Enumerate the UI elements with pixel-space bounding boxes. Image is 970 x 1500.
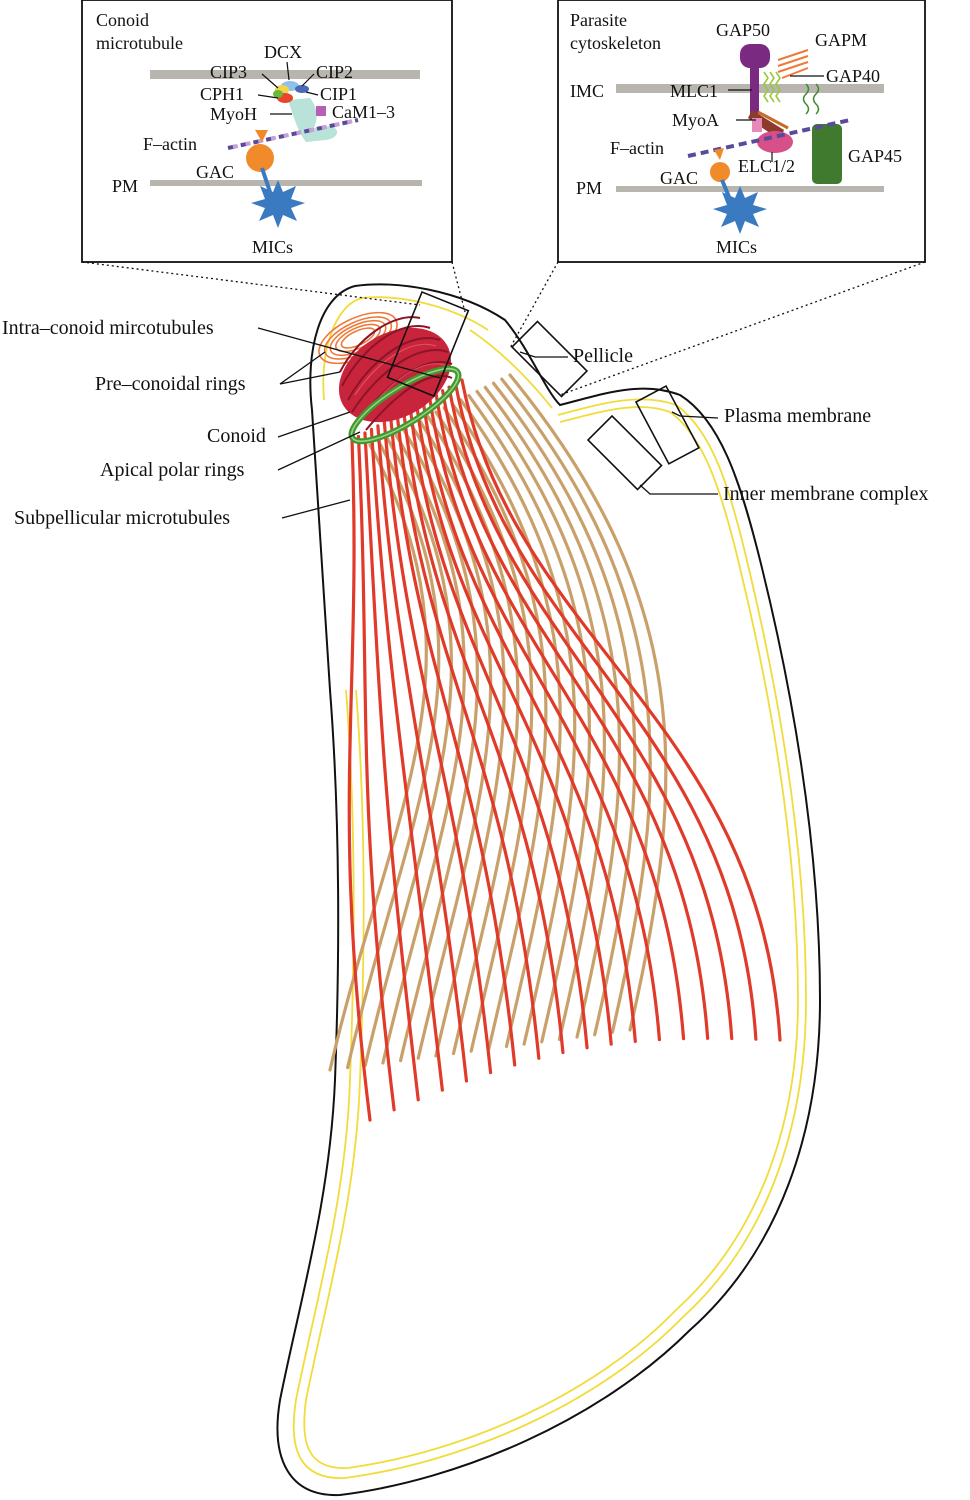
lbl-dcx: DCX [264,42,302,62]
back-microtubule [491,381,637,1037]
subpellicular-microtubule [402,410,565,1055]
label-apical-polar: Apical polar rings [100,459,245,481]
back-microtubule [483,385,622,1039]
subpellicular-microtubule [363,431,420,1102]
tan-microtubules [328,373,668,1072]
subpellicular-microtubule [389,417,517,1067]
subpellicular-microtubule [408,406,589,1050]
label-intra-conoid: Intra–conoid mircotubules [2,317,214,339]
subpellicular-microtubule [356,434,396,1112]
label-pre-conoidal: Pre–conoidal rings [95,373,246,395]
apical-yellow-left [322,296,489,401]
conoid-pm-bar [150,180,422,186]
cip2-blob [295,85,309,93]
subpellicular-microtubule [395,413,541,1060]
subpellicular-microtubule [434,392,686,1041]
lbl-conoid-mics: MICs [252,237,293,257]
parasite-cell [276,283,822,1497]
subpellicular-microtubule [460,378,782,1042]
cell-outline [276,283,822,1497]
inset-conoid-title-2: microtubule [96,33,183,53]
callout-boxes [386,290,700,491]
lbl-gap50: GAP50 [716,20,770,40]
back-microtubule [442,406,548,1051]
subpellicular-microtubule [428,396,662,1042]
lbl-cam: CaM1–3 [332,102,395,122]
callout-leader-lines [277,351,719,519]
lbl-elc: ELC1/2 [738,156,795,176]
inset-parasite-cytoskeleton: Parasite cytoskeleton [557,0,926,263]
cam-square [316,106,326,116]
gap45 [812,124,842,184]
subpellicular-microtubules-group [347,378,782,1122]
lbl-conoid-pm: PM [112,176,138,196]
conoid-gac-anchor [255,130,268,142]
lbl-cip1: CIP1 [320,84,357,104]
inset-conoid-title-1: Conoid [96,10,149,30]
inset-pellicle-title-1: Parasite [570,10,627,30]
label-imc: Inner membrane complex [723,483,928,505]
lbl-pellicle-pm: PM [576,178,602,198]
subpellicular-microtubule [447,385,734,1041]
subpellicular-microtubule [347,438,372,1122]
subpellicular-microtubule [453,381,758,1041]
label-plasma-membrane: Plasma membrane [724,405,871,427]
apical-yellow-right [469,329,553,409]
lbl-cip3: CIP3 [210,62,247,82]
back-microtubule [434,410,534,1053]
subpellicular-microtubule [415,403,613,1046]
pellicle-gac [710,162,730,182]
pellicle-pm-bar [616,186,884,192]
lbl-gapm: GAPM [815,30,867,50]
back-microtubule [346,439,441,1070]
inset-conoid-microtubule: Conoid microtubule DCX CIP3 CIP2 CPH1 CI… [81,0,453,263]
lbl-pellicle-gac: GAC [660,168,698,188]
subpellicular-microtubule [440,388,710,1040]
callout-labels: Intra–conoid mircotubules Pre–conoidal r… [2,317,928,529]
back-microtubule [500,377,652,1034]
label-pellicle: Pellicle [573,345,633,367]
lbl-pellicle-factin: F–actin [610,138,664,158]
back-microtubule [508,373,668,1032]
lbl-myoh: MyoH [210,104,257,124]
back-microtubule [426,414,520,1056]
gap40 [763,71,781,103]
lbl-conoid-gac: GAC [196,162,234,182]
lbl-imc: IMC [570,81,604,101]
subpellicular-microtubule [376,424,469,1083]
conoid-mics-star [251,180,305,228]
gapm [777,49,809,79]
subpellicular-microtubule [382,420,493,1075]
conoid-microtubule-bar [150,70,420,79]
pellicle-yellow-outer [292,398,807,1479]
lbl-gap45: GAP45 [848,146,902,166]
label-conoid: Conoid [207,425,266,447]
lbl-myoa: MyoA [672,110,719,130]
back-microtubule [450,402,562,1049]
back-microtubule [475,389,606,1042]
inset-pellicle-title-2: cytoskeleton [570,33,661,53]
subpellicular-microtubule [421,399,637,1043]
lbl-pellicle-mics: MICs [716,237,757,257]
green-blob [273,90,283,98]
lbl-cph1: CPH1 [200,84,244,104]
pellicle-yellow-inner [303,406,799,1469]
back-microtubule [381,431,466,1065]
lbl-gap40: GAP40 [826,66,880,86]
back-microtubule [363,435,454,1067]
gap50 [740,44,770,68]
label-subpellicular: Subpellicular microtubules [14,507,230,529]
apical-complex [257,311,462,445]
conoid-gac [246,144,274,172]
lbl-mlc1: MLC1 [670,81,718,101]
conoid [338,316,453,431]
subpellicular-microtubule [369,427,444,1092]
lbl-cip2: CIP2 [316,62,353,82]
inset-connectors [81,261,926,396]
lbl-conoid-factin: F–actin [143,134,197,154]
myoa-head [757,131,793,153]
pellicle-mics-star [713,186,767,234]
